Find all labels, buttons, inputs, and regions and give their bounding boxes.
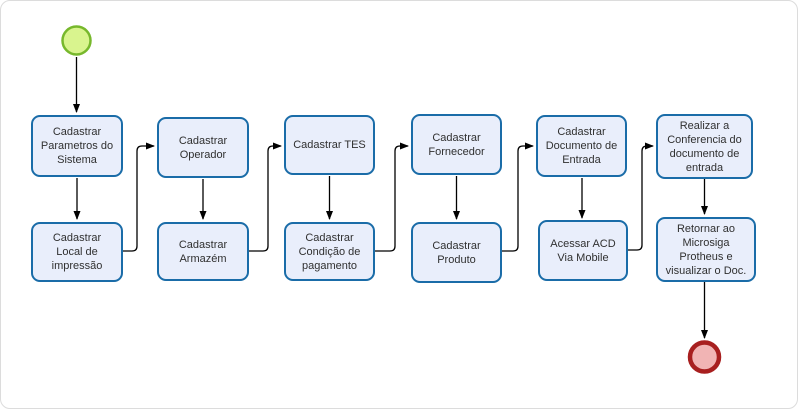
connector-task2-to-task3 — [123, 142, 155, 252]
task-cadastrar-tes: Cadastrar TES — [284, 115, 375, 175]
connector-task4-to-task5 — [249, 142, 282, 252]
task-cadastrar-operador: Cadastrar Operador — [157, 117, 249, 178]
task-cadastrar-local-de-impressao: Cadastrar Local de impressão — [31, 222, 123, 282]
task-cadastrar-condicao-de-pagamento: Cadastrar Condição de pagamento — [284, 222, 375, 281]
start-event — [61, 25, 92, 56]
task-acessar-acd-via-mobile: Acessar ACD Via Mobile — [538, 220, 628, 281]
task-realizar-a-conferencia-do-documento-de-entrada: Realizar a Conferencia do documento de e… — [656, 114, 753, 179]
task-cadastrar-produto: Cadastrar Produto — [411, 222, 502, 283]
task-cadastrar-fornecedor: Cadastrar Fornecedor — [411, 114, 502, 175]
task-retornar-ao-microsiga-protheus: Retornar ao Microsiga Protheus e visuali… — [656, 217, 756, 282]
connector-task8-to-task9 — [502, 142, 534, 252]
task-cadastrar-parametros-do-sistema: Cadastrar Parametros do Sistema — [31, 115, 123, 177]
end-event — [687, 340, 722, 374]
connector-task10-to-task11 — [628, 142, 654, 251]
task-cadastrar-armazem: Cadastrar Armazém — [157, 222, 249, 281]
task-cadastrar-documento-de-entrada: Cadastrar Documento de Entrada — [536, 115, 627, 177]
connector-task6-to-task7 — [375, 142, 409, 252]
